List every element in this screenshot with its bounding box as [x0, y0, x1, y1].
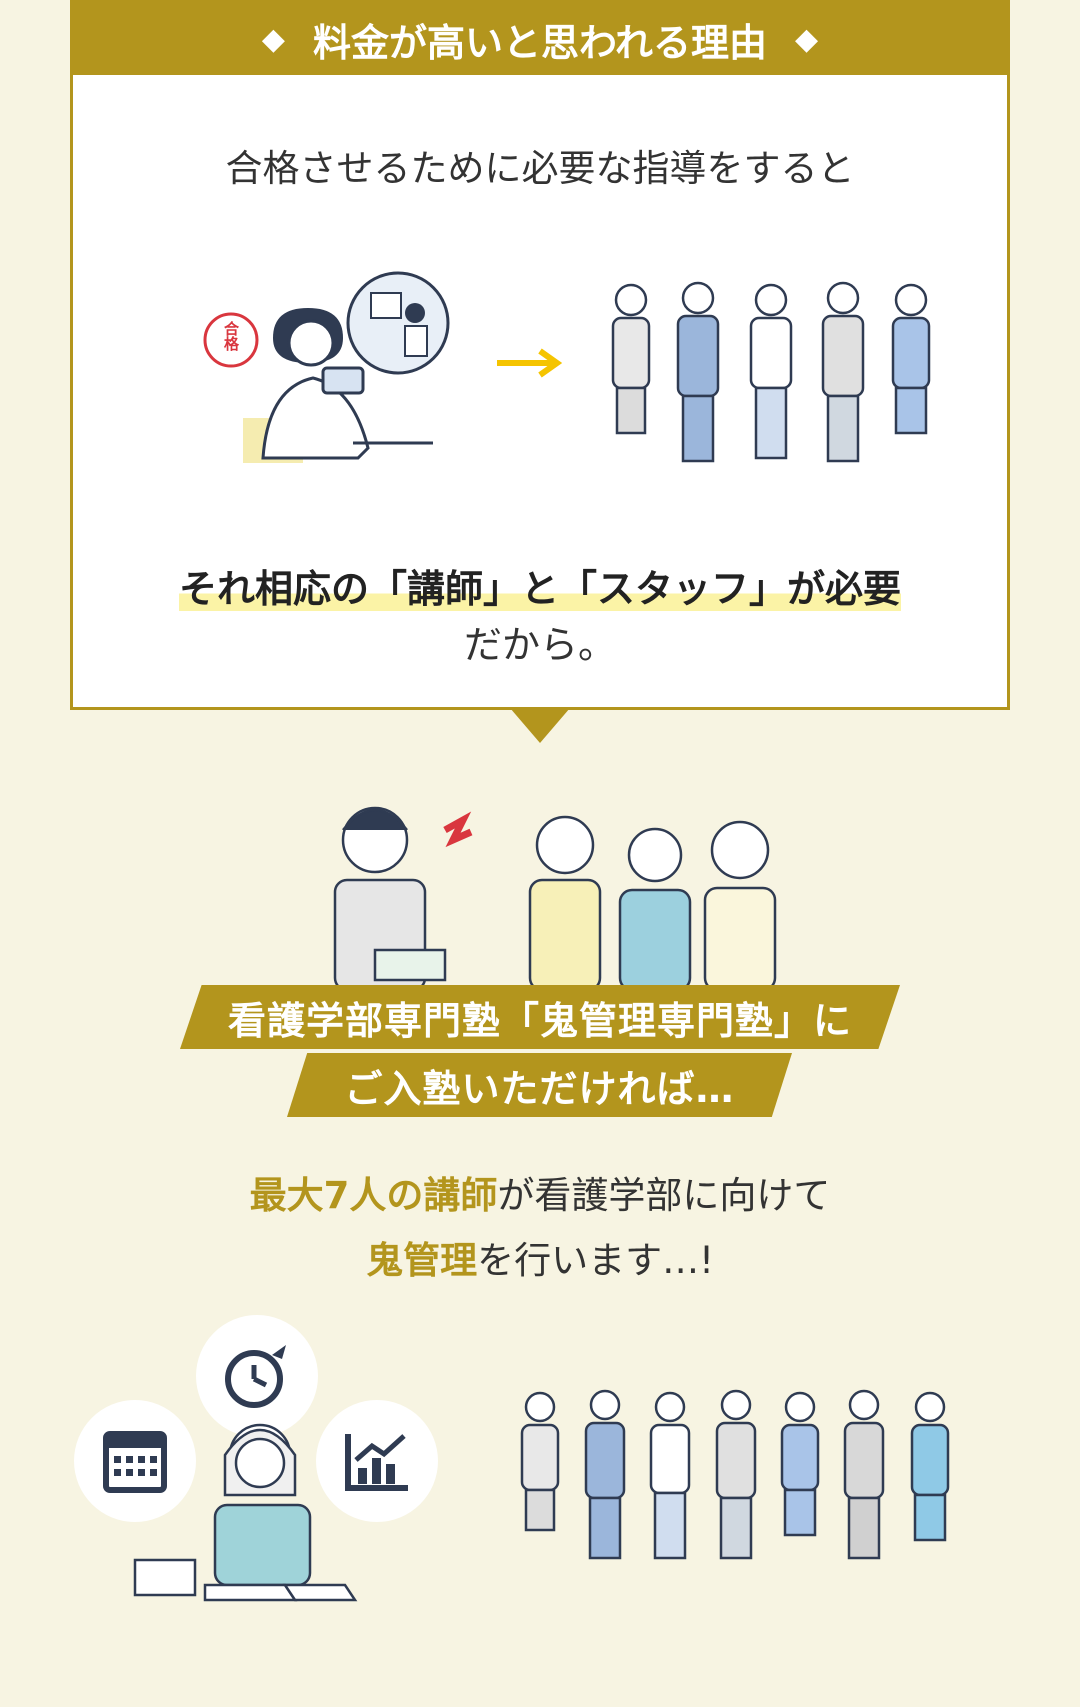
- reason-lead-text: 合格させるために必要な指導をすると: [225, 147, 855, 190]
- teacher-parents-illustration: [333, 806, 777, 990]
- reason-box-header: ◆ 料金が高いと思われる理由 ◆: [73, 3, 1007, 75]
- reason-conclusion: それ相応の「講師」と「スタッフ」が必要 だから。: [73, 561, 1007, 673]
- pass-stamp-text: 合格: [222, 320, 240, 352]
- message-line-1: 最大7人の講師が看護学部に向けて: [0, 1165, 1080, 1219]
- message-line-1-tail: が看護学部に向けて: [497, 1174, 831, 1217]
- ribbon-line-2: ご入塾いただければ…: [287, 1053, 792, 1117]
- stopwatch-icon: [225, 1345, 286, 1408]
- reason-box-title: 料金が高いと思われる理由: [312, 20, 768, 65]
- stopwatch-icon-circle: [196, 1315, 318, 1437]
- reason-box: ◆ 料金が高いと思われる理由 ◆ 合格させるために必要な指導をすると 合格: [70, 0, 1010, 710]
- message-line-1-highlight: 最大7人の講師: [249, 1174, 498, 1217]
- pass-stamp-icon: [203, 312, 259, 368]
- ribbon-line-1: 看護学部専門塾「鬼管理専門塾」に: [180, 985, 900, 1049]
- chart-icon-circle: [316, 1400, 438, 1522]
- seven-instructors-illustration: [520, 1389, 950, 1560]
- calendar-icon: [103, 1431, 167, 1493]
- arrow-right-icon: [497, 348, 563, 378]
- conclusion-tail: だから。: [463, 623, 616, 667]
- message-line-2-tail: を行います…!: [477, 1239, 714, 1282]
- conclusion-highlight: それ相応の「講師」と「スタッフ」が必要: [178, 567, 901, 611]
- message-line-2-highlight: 鬼管理: [366, 1239, 478, 1282]
- diamond-icon: ◆: [261, 21, 285, 57]
- down-pointer-icon: [510, 708, 570, 743]
- diamond-icon: ◆: [795, 21, 819, 57]
- calendar-icon-circle: [74, 1400, 196, 1522]
- growth-chart-icon: [345, 1434, 408, 1491]
- student-studying-illustration: [133, 1423, 358, 1602]
- staff-group-illustration: [611, 281, 931, 463]
- tutor-illustration: 合格: [203, 271, 450, 463]
- message-line-2: 鬼管理を行います…!: [0, 1230, 1080, 1284]
